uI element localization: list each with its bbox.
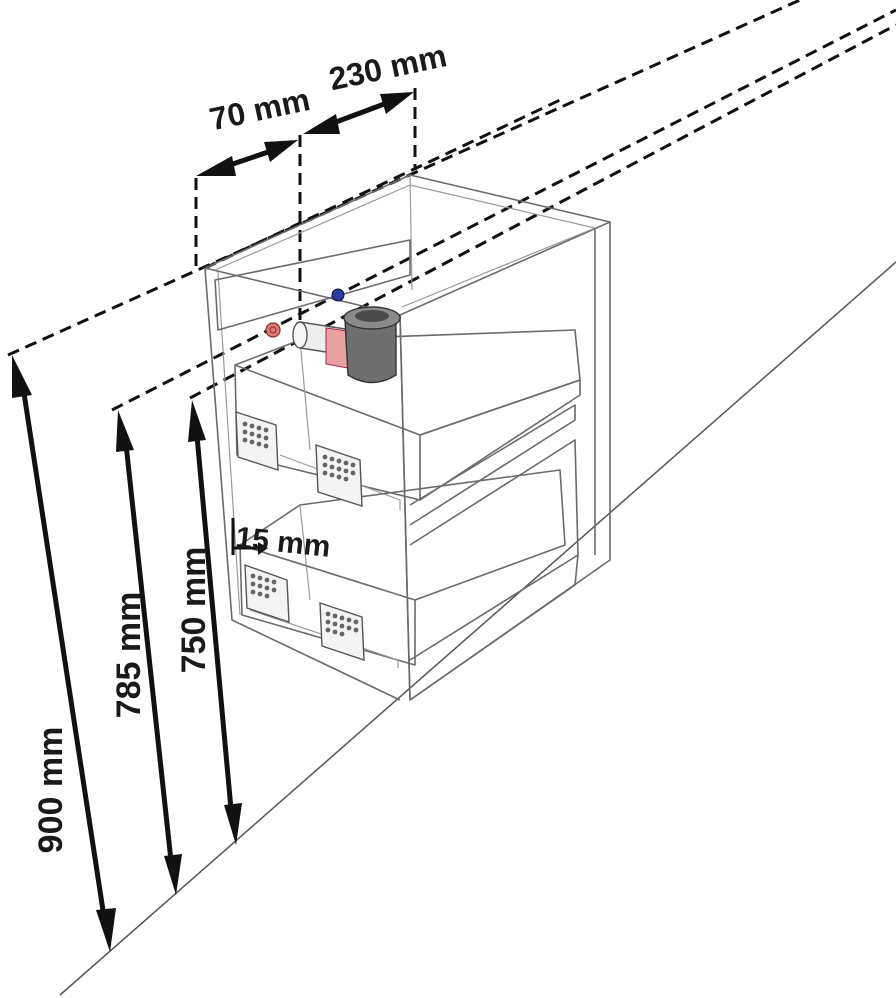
offset-dimension-15 — [231, 518, 268, 555]
depth-dimension-230 — [303, 92, 414, 134]
cold-water-valve-icon — [331, 288, 345, 302]
bracket-upper-right — [315, 444, 363, 507]
hot-water-valve-icon — [265, 322, 281, 338]
label-900-mm: 900 mm — [32, 727, 70, 854]
upper-drawer — [234, 329, 581, 526]
bracket-upper-left — [235, 411, 279, 471]
depth-dimension-70 — [196, 140, 298, 176]
label-750-mm: 750 mm — [175, 547, 213, 674]
cabinet — [204, 174, 611, 701]
bracket-lower-right — [319, 602, 365, 661]
label-15-mm: 15 mm — [234, 521, 332, 564]
label-230-mm: 230 mm — [326, 37, 450, 97]
label-785-mm: 785 mm — [110, 592, 148, 719]
height-dimension-785 — [116, 410, 182, 895]
height-dimension-750 — [188, 400, 242, 845]
floor-line — [59, 261, 896, 996]
height-dimension-900 — [12, 355, 116, 952]
mounting-brackets — [235, 411, 365, 661]
lower-drawer — [239, 439, 579, 668]
reference-dashed-lines — [7, 0, 896, 412]
drain-siphon-icon — [292, 306, 401, 384]
bracket-lower-left — [244, 563, 290, 623]
label-70-mm: 70 mm — [206, 81, 313, 137]
